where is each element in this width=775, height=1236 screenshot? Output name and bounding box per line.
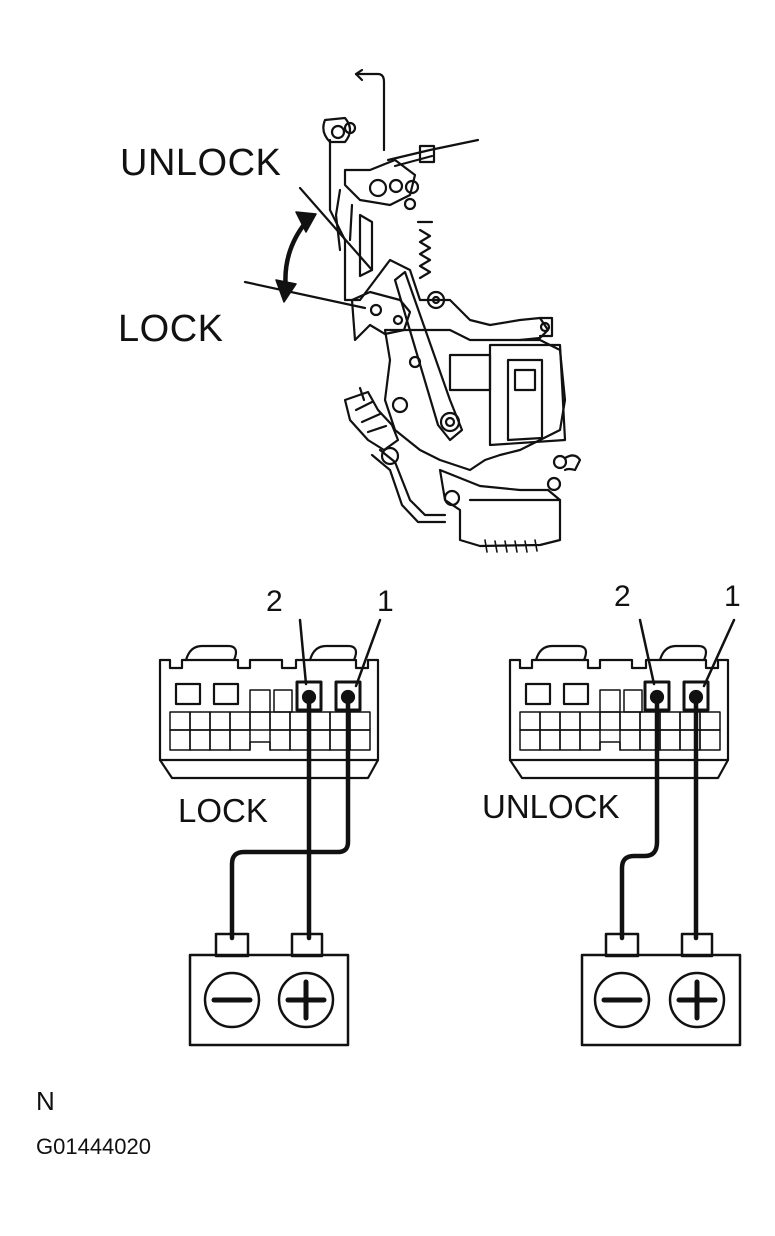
plus-icon xyxy=(668,971,726,1029)
minus-icon xyxy=(203,971,261,1029)
connector-lock-test xyxy=(158,644,380,780)
minus-icon xyxy=(593,971,651,1029)
lock-leader-line xyxy=(243,280,367,310)
lock-test-label: LOCK xyxy=(178,792,268,829)
pin-2-label: 2 xyxy=(266,585,283,618)
unlock-leader-line xyxy=(298,186,374,272)
connector-unlock-test xyxy=(508,644,730,780)
pin-1-leader-unlock xyxy=(702,618,736,688)
pin-2-label: 2 xyxy=(614,580,631,613)
wire-pin2-to-minus-unlock xyxy=(619,694,660,941)
pin-2-leader-lock xyxy=(298,618,308,686)
wire-pin1-to-minus-lock xyxy=(229,694,351,941)
battery-unlock-test xyxy=(580,932,742,1047)
rotation-arrow-icon xyxy=(275,211,317,303)
figure-id: G01444020 xyxy=(36,1134,151,1159)
footer-letter: N xyxy=(36,1086,55,1116)
pin-2-leader-unlock xyxy=(638,618,656,686)
battery-lock-test xyxy=(188,932,350,1047)
unlock-test-label: UNLOCK xyxy=(482,788,620,825)
pin-1-label: 1 xyxy=(377,585,394,618)
plus-icon xyxy=(277,971,335,1029)
unlock-label: UNLOCK xyxy=(120,142,282,184)
lock-label: LOCK xyxy=(118,308,224,350)
pin-1-leader-lock xyxy=(354,618,382,688)
pin-1-label: 1 xyxy=(724,580,741,613)
door-lock-actuator-illustration xyxy=(322,68,582,553)
